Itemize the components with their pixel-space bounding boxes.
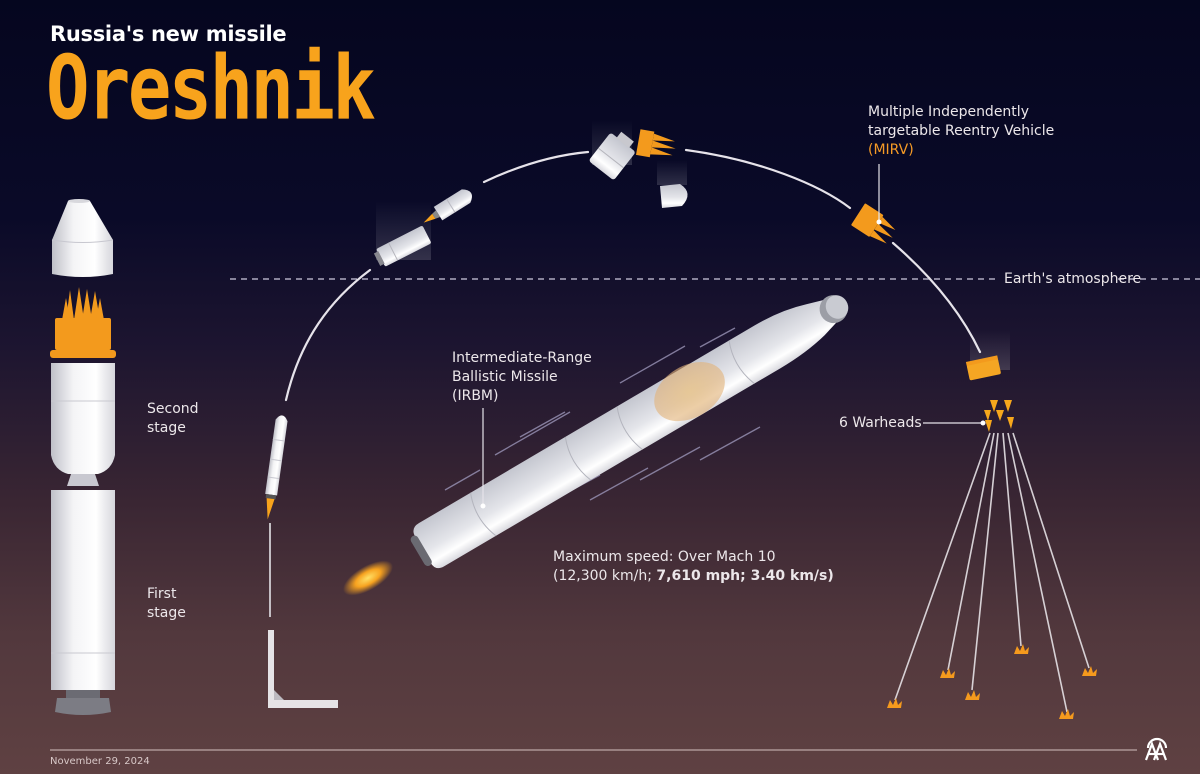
speed-label: Maximum speed: Over Mach 10 (12,300 km/h… (553, 548, 834, 586)
stage-separation (373, 120, 688, 267)
warhead-trajectories (894, 432, 1090, 713)
launch-sequence (265, 415, 338, 708)
first-stage-label: First stage (147, 585, 186, 623)
second-stage-label: Second stage (147, 400, 199, 438)
reentry-bus-icon (965, 355, 1001, 381)
impact-explosions (887, 644, 1097, 719)
mirv-label: Multiple Independently targetable Reentr… (868, 103, 1054, 160)
first-stage-line1: First (147, 586, 177, 602)
irbm-label: Intermediate-Range Ballistic Missile (IR… (452, 349, 592, 406)
speed-line2: (12,300 km/h; 7,610 mph; 3.40 km/s) (553, 567, 834, 586)
second-stage-line1: Second (147, 401, 199, 417)
mirv-in-flight (851, 203, 896, 244)
warheads-icon (984, 400, 1014, 432)
mirv-label-line2: targetable Reentry Vehicle (868, 123, 1055, 139)
irbm-label-line2: Ballistic Missile (452, 369, 558, 385)
trajectory-arc (284, 148, 982, 402)
page-title: Oreshnik (46, 36, 376, 140)
irbm-label-line1: Intermediate-Range (452, 350, 592, 366)
aa-logo-icon (1144, 737, 1168, 761)
speed-mph: 7,610 mph; 3.40 km/s) (656, 568, 834, 584)
speed-line1: Maximum speed: Over Mach 10 (553, 549, 776, 565)
first-stage-line2: stage (147, 605, 186, 621)
irbm-abbr: (IRBM) (452, 388, 499, 404)
second-stage-line2: stage (147, 420, 186, 436)
mirv-label-line1: Multiple Independently (868, 104, 1029, 120)
atmosphere-label: Earth's atmosphere (1004, 271, 1142, 287)
irbm-missile (343, 295, 849, 596)
warheads-label: 6 Warheads (839, 415, 922, 431)
exploded-missile-diagram (50, 199, 116, 715)
speed-kmh: (12,300 km/h; (553, 568, 657, 584)
footer-date: November 29, 2024 (50, 756, 150, 767)
mirv-bus-icon (50, 287, 116, 358)
subtitle: Russia's new missile (50, 22, 287, 46)
mirv-abbr: (MIRV) (868, 142, 914, 158)
